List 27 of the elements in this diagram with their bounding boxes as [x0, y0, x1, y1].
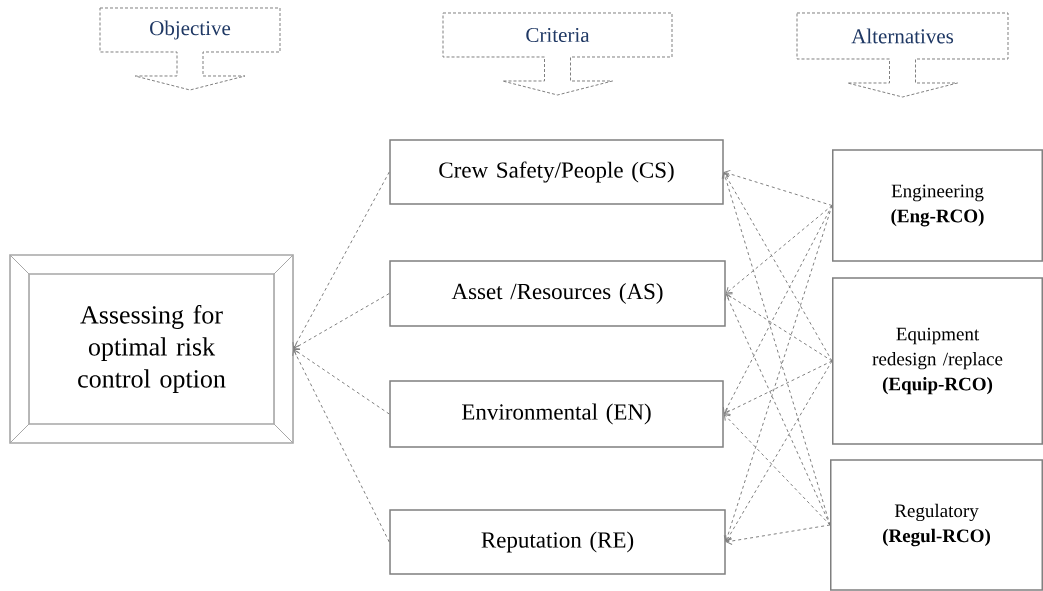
connector [726, 524, 831, 545]
alternative-box: Equipment redesign /replace (Equip-RCO) [832, 277, 1043, 445]
criterion-box: Asset /Resources (AS) [389, 260, 726, 327]
connector [725, 360, 833, 542]
header-callout: Alternatives [796, 12, 1009, 98]
connector [724, 360, 833, 416]
connector [722, 205, 833, 414]
connector [293, 293, 390, 350]
connector [723, 414, 831, 526]
alternative-box: Regulatory (Regul-RCO) [830, 459, 1043, 591]
alternative-box: Engineering (Eng-RCO) [832, 149, 1043, 262]
header-callout: Criteria [442, 12, 673, 96]
criterion-box: Environmental (EN) [389, 380, 724, 448]
objective-box: Assessing for optimal risk control option [9, 254, 294, 444]
criterion-box: Reputation (RE) [389, 509, 726, 575]
connector [723, 172, 833, 362]
connector [725, 205, 833, 294]
header-callout: Objective [99, 7, 281, 91]
connector [721, 172, 831, 526]
connector [293, 348, 390, 415]
connector [723, 205, 833, 542]
connector [292, 171, 390, 349]
connector [726, 293, 833, 362]
connector [724, 293, 831, 526]
connector [724, 169, 833, 206]
criterion-box: Crew Safety/People (CS) [389, 139, 724, 205]
connector [292, 349, 390, 543]
